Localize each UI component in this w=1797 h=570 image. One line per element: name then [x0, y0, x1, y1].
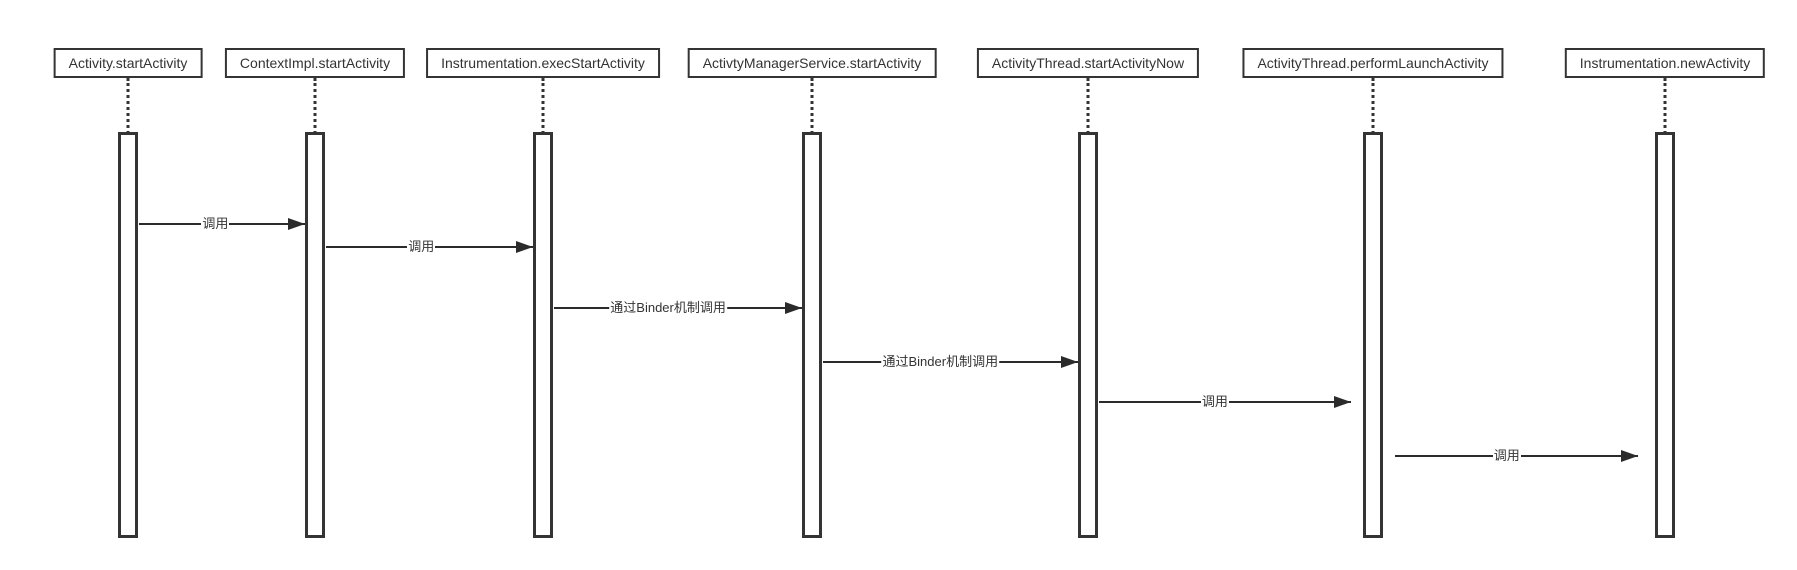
participant-label: ActivityThread.performLaunchActivity — [1257, 55, 1489, 71]
lifeline-activitythread-performlaunchactivity — [1371, 78, 1375, 134]
message-label: 通过Binder机制调用 — [609, 300, 727, 316]
arrowhead-icon — [516, 241, 533, 253]
participant-header-activitythread-startactivitynow: ActivityThread.startActivityNow — [976, 48, 1200, 78]
participant-label: ContextImpl.startActivity — [239, 55, 391, 71]
activation-bar-activitythread-startactivitynow — [1078, 132, 1098, 538]
message-arrow-5: 调用 — [1099, 394, 1351, 410]
arrowhead-icon — [785, 302, 802, 314]
participant-label: Instrumentation.newActivity — [1579, 55, 1751, 71]
lifeline-activitythread-startactivitynow — [1086, 78, 1090, 134]
activation-bar-activity-startactivity — [118, 132, 138, 538]
message-arrow-2: 调用 — [326, 239, 533, 255]
message-label: 调用 — [1200, 394, 1229, 410]
participant-header-instrumentation-newactivity: Instrumentation.newActivity — [1564, 48, 1766, 78]
message-arrow-3: 通过Binder机制调用 — [554, 300, 802, 316]
message-arrow-4: 通过Binder机制调用 — [823, 354, 1078, 370]
arrowhead-icon — [1621, 450, 1638, 462]
activation-bar-instrumentation-newactivity — [1655, 132, 1675, 538]
participant-label: ActivityThread.startActivityNow — [991, 55, 1185, 71]
message-label: 通过Binder机制调用 — [881, 354, 1000, 370]
participant-header-contextimpl-startactivity: ContextImpl.startActivity — [224, 48, 406, 78]
lifeline-contextimpl-startactivity — [313, 78, 317, 134]
arrowhead-icon — [288, 218, 305, 230]
participant-header-instrumentation-execstartactivity: Instrumentation.execStartActivity — [426, 48, 660, 78]
participant-label: Instrumentation.execStartActivity — [441, 55, 645, 71]
participant-header-activitythread-performlaunchactivity: ActivityThread.performLaunchActivity — [1242, 48, 1504, 78]
message-label: 调用 — [201, 216, 230, 232]
activation-bar-instrumentation-execstartactivity — [533, 132, 553, 538]
lifeline-activity-startactivity — [126, 78, 130, 134]
activation-bar-contextimpl-startactivity — [305, 132, 325, 538]
message-arrow-6: 调用 — [1395, 448, 1638, 464]
arrowhead-icon — [1334, 396, 1351, 408]
participant-header-activtymanagerservice-startactivity: ActivtyManagerService.startActivity — [687, 48, 937, 78]
activation-bar-activtymanagerservice-startactivity — [802, 132, 822, 538]
arrowhead-icon — [1061, 356, 1078, 368]
participant-label: Activity.startActivity — [68, 55, 188, 71]
lifeline-instrumentation-newactivity — [1663, 78, 1667, 134]
message-label: 调用 — [407, 239, 436, 255]
participant-header-activity-startactivity: Activity.startActivity — [53, 48, 203, 78]
lifeline-instrumentation-execstartactivity — [541, 78, 545, 134]
message-label: 调用 — [1492, 448, 1521, 464]
message-arrow-1: 调用 — [139, 216, 305, 232]
participant-label: ActivtyManagerService.startActivity — [702, 55, 922, 71]
activation-bar-activitythread-performlaunchactivity — [1363, 132, 1383, 538]
lifeline-activtymanagerservice-startactivity — [810, 78, 814, 134]
